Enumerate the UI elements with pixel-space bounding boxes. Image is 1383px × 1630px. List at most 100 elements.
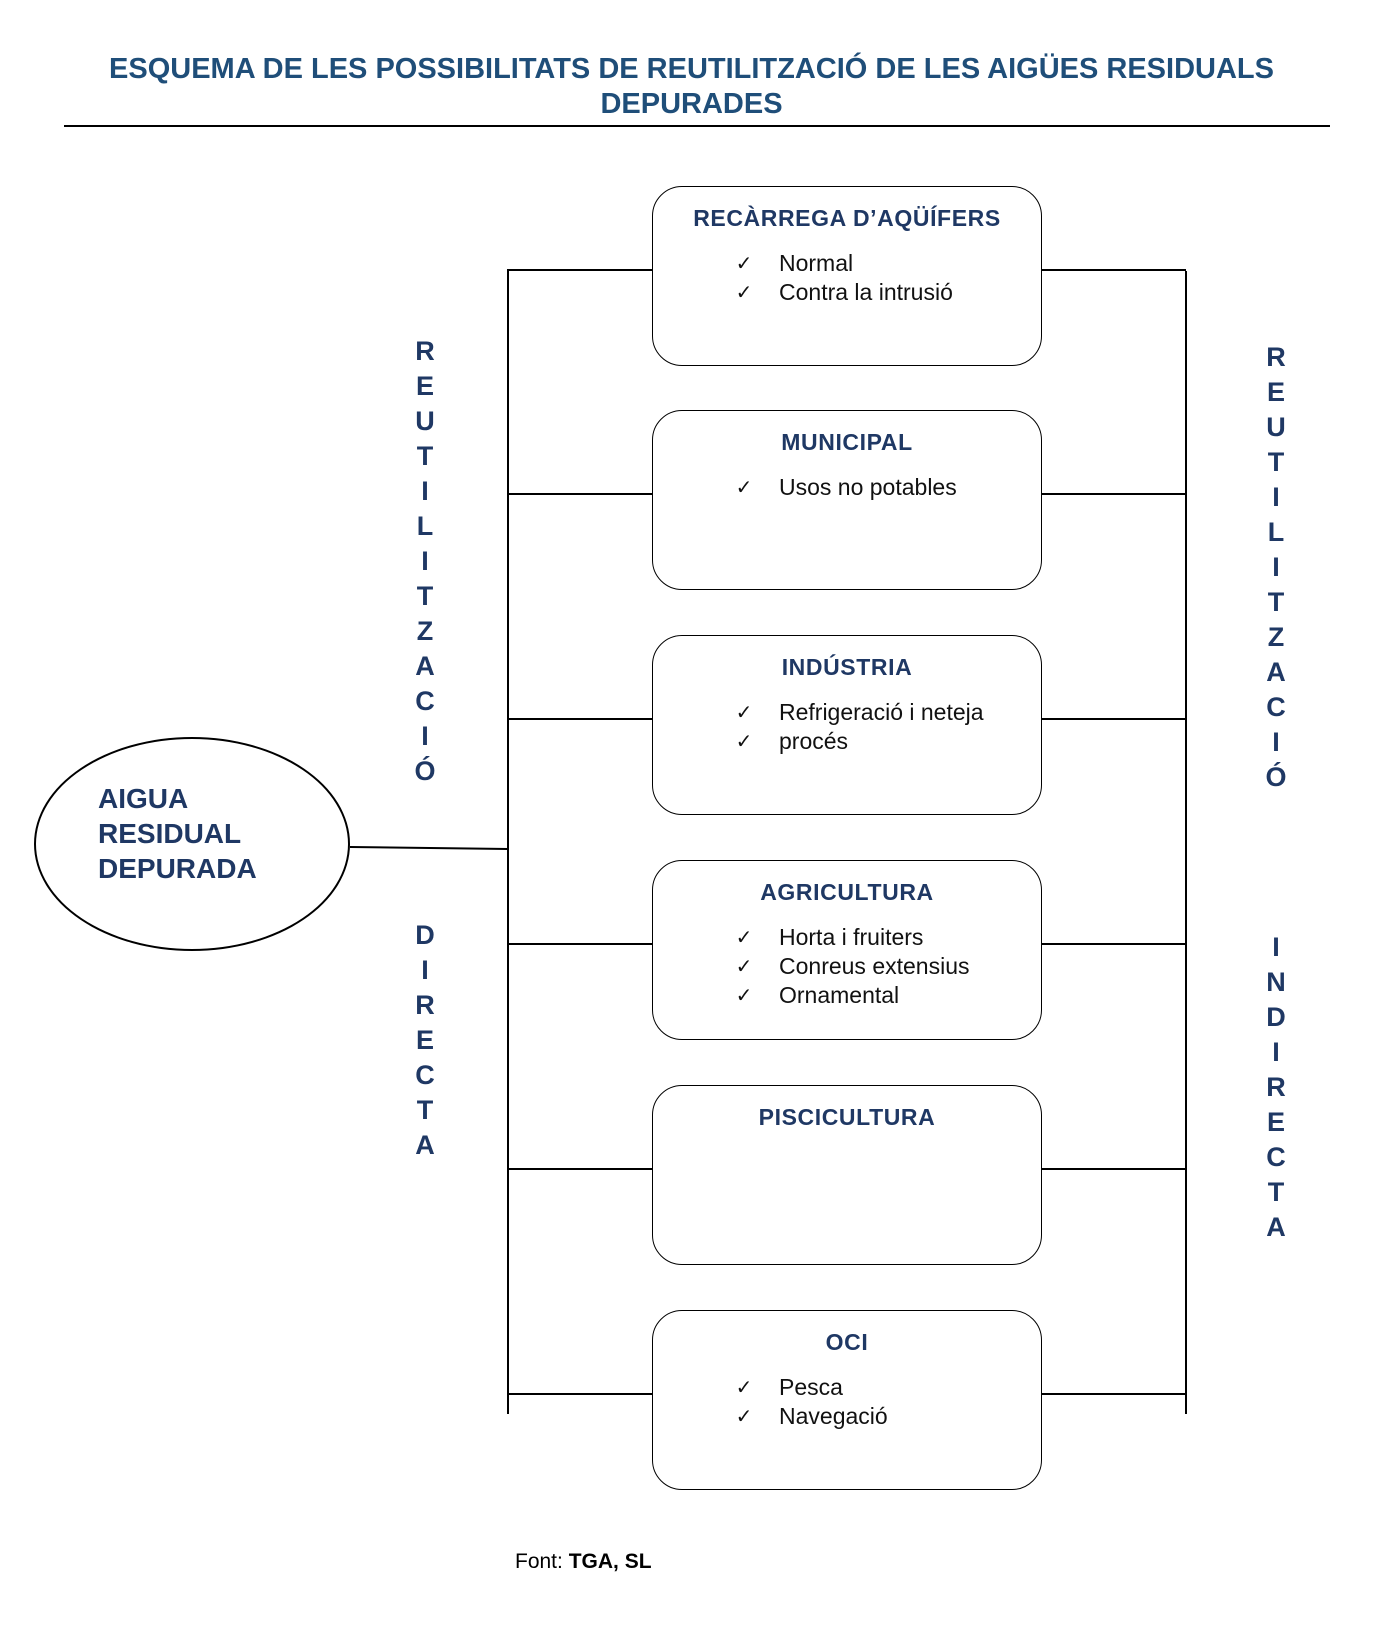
item-text: procés — [779, 728, 849, 754]
branch-lines — [508, 269, 1186, 1395]
vertical-letter: I — [1272, 932, 1280, 962]
vertical-letter: I — [421, 721, 429, 751]
checkmark-icon: ✓ — [735, 1375, 753, 1399]
checkmark-icon: ✓ — [735, 729, 753, 753]
box-title: RECÀRREGA D’AQÜÍFERS — [693, 205, 1001, 231]
source-node-line-1: AIGUA — [98, 783, 189, 814]
box-industry: INDÚSTRIA✓Refrigeració i neteja✓procés — [652, 635, 1042, 815]
vertical-letter: E — [1266, 377, 1285, 407]
box-aquifer-recharge: RECÀRREGA D’AQÜÍFERS ✓ Normal✓Contra la in… — [652, 186, 1042, 366]
title-line-1: ESQUEMA DE LES POSSIBILITATS DE REUTILIT… — [109, 53, 1274, 85]
vertical-letter: I — [421, 476, 429, 506]
item-text: Pesca — [779, 1374, 843, 1400]
vertical-letter: C — [1266, 692, 1286, 722]
source-name: TGA, SL — [568, 1550, 652, 1573]
vertical-letter: E — [415, 1025, 434, 1055]
title-underline — [64, 125, 1330, 127]
list-item: ✓Conreus extensius — [733, 952, 970, 981]
list-item: ✓ Horta i fruiters — [733, 923, 970, 952]
list-item: ✓ Navegació — [733, 1402, 888, 1431]
vertical-letter: I — [421, 955, 429, 985]
box-title: PISCICULTURA — [758, 1104, 936, 1130]
vertical-letter: L — [416, 511, 434, 541]
vertical-letter: D — [415, 920, 435, 950]
vertical-letter: R — [415, 336, 435, 366]
vertical-letter: R — [1266, 1072, 1286, 1102]
checkmark-icon: ✓ — [735, 251, 753, 275]
vertical-letter: L — [1267, 517, 1285, 547]
checkmark-icon: ✓ — [735, 475, 753, 499]
vertical-letter: T — [416, 1095, 434, 1125]
vertical-letter: Ó — [414, 756, 436, 786]
diagram-title: ESQUEMA DE LES POSSIBILITATS DE REUTILIT… — [0, 52, 1383, 122]
vertical-letter: I — [1272, 1037, 1280, 1067]
list-item: ✓ Usos no potables — [733, 473, 957, 502]
vertical-letter: T — [1267, 447, 1285, 477]
list-item: ✓ Pesca — [733, 1373, 888, 1402]
vertical-letter: Ó — [1265, 762, 1287, 792]
vertical-letter: C — [1266, 1142, 1286, 1172]
box-item-list: ✓Horta i fruiters✓Conreus extensius✓Orna… — [733, 923, 970, 1010]
box-title: AGRICULTURA — [760, 879, 934, 905]
box-item-list: ✓ Normal✓Contra la intrusió — [733, 249, 953, 307]
vertical-letter: T — [416, 441, 434, 471]
source-node-text: AIGUA RESIDUAL DEPURADA — [98, 781, 257, 886]
vertical-letter: T — [1267, 587, 1285, 617]
box-item-list: ✓ Usos no potables — [733, 473, 957, 502]
list-item: ✓ Normal — [733, 249, 953, 278]
item-text: Navegació — [779, 1403, 888, 1429]
item-text: Conreus extensius — [779, 953, 970, 979]
box-leisure: OCI ✓ Pesca ✓ Navegació — [652, 1310, 1042, 1490]
checkmark-icon: ✓ — [735, 1404, 753, 1428]
source-prefix: Font: — [515, 1550, 569, 1573]
item-text: Usos no potables — [779, 474, 957, 500]
vertical-letter: R — [1266, 342, 1286, 372]
vertical-letter: I — [1272, 552, 1280, 582]
box-municipal: MUNICIPAL ✓ Usos no potables — [652, 410, 1042, 590]
vertical-letter: N — [1266, 967, 1286, 997]
vertical-letter: Z — [1267, 622, 1285, 652]
vertical-letter: R — [415, 990, 435, 1020]
source-node-line-2: RESIDUAL — [98, 818, 242, 849]
box-title: MUNICIPAL — [781, 429, 913, 455]
item-text: Refrigeració i neteja — [779, 699, 984, 725]
list-item: ✓ procés — [733, 727, 984, 756]
source-connector-line — [349, 846, 509, 850]
list-item: ✓ Refrigeració i neteja — [733, 698, 984, 727]
vertical-letter: T — [1267, 1177, 1285, 1207]
vertical-letter: I — [421, 546, 429, 576]
source-node-line-3: DEPURADA — [98, 853, 257, 884]
box-item-list: ✓ Pesca ✓ Navegació — [733, 1373, 888, 1431]
vertical-letter: U — [415, 406, 435, 436]
checkmark-icon: ✓ — [735, 983, 753, 1007]
vertical-letter: I — [1272, 482, 1280, 512]
checkmark-icon: ✓ — [735, 700, 753, 724]
box-fish-farming: PISCICULTURA — [652, 1085, 1042, 1265]
checkmark-icon: ✓ — [735, 925, 753, 949]
item-text: Ornamental — [779, 982, 900, 1008]
list-item: ✓Contra la intrusió — [733, 278, 953, 307]
box-agriculture: AGRICULTURA✓Horta i fruiters✓Conreus ext… — [652, 860, 1042, 1040]
vertical-letter: T — [416, 581, 434, 611]
vertical-letter: A — [1266, 1212, 1286, 1242]
vertical-letter: C — [415, 686, 435, 716]
checkmark-icon: ✓ — [735, 280, 753, 304]
box-title: OCI — [825, 1329, 869, 1355]
vertical-letter: A — [415, 1130, 435, 1160]
source-credit: Font: TGA, SL — [515, 1550, 652, 1574]
title-line-2: DEPURADES — [600, 88, 783, 120]
vertical-letter: D — [1266, 1002, 1286, 1032]
vertical-letter: A — [415, 651, 435, 681]
item-text: Normal — [779, 250, 854, 276]
list-item: ✓ Ornamental — [733, 981, 970, 1010]
vertical-letter: E — [1266, 1107, 1285, 1137]
item-text: Horta i fruiters — [779, 924, 924, 950]
vertical-letter: A — [1266, 657, 1286, 687]
vertical-letter: C — [415, 1060, 435, 1090]
vertical-letter: Z — [416, 616, 434, 646]
